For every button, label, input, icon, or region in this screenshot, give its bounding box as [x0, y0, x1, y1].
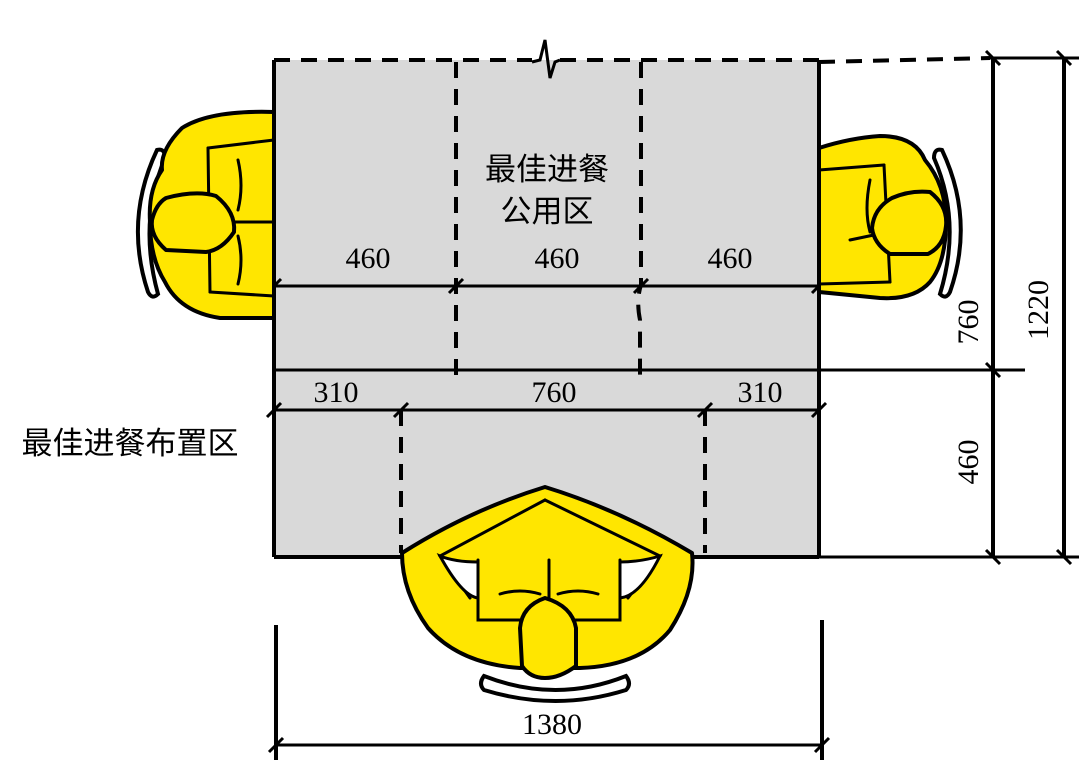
tick: [984, 361, 1002, 379]
tick: [984, 548, 1002, 566]
tick: [813, 736, 831, 754]
tick: [1055, 548, 1073, 566]
head-left: [149, 191, 237, 254]
person-bottom: [400, 485, 695, 703]
chair-bottom: [479, 673, 631, 703]
dim-common-depth: 760: [952, 300, 985, 345]
head-right: [870, 189, 949, 256]
tick: [265, 401, 283, 419]
break-symbol: [531, 39, 561, 79]
common-zone-label-line1: 最佳进餐: [485, 152, 609, 187]
dim-table-length: 1380: [522, 708, 582, 741]
tick: [632, 277, 650, 295]
tick: [267, 736, 285, 754]
dim-layout-left: 310: [314, 376, 359, 409]
tick: [447, 277, 465, 295]
tick: [984, 49, 1002, 67]
dim-total-depth: 1220: [1022, 280, 1055, 340]
tick: [696, 401, 714, 419]
person-left: [135, 109, 276, 320]
dim-layout-right: 310: [738, 376, 783, 409]
tick: [1055, 49, 1073, 67]
dim-seat-1: 460: [346, 242, 391, 275]
head-bottom: [518, 596, 578, 680]
extension-dashed-line: [818, 56, 991, 64]
body-bottom: [400, 485, 695, 670]
person-right: [817, 134, 963, 301]
dim-seat-3: 460: [708, 242, 753, 275]
layout-zone-label: 最佳进餐布置区: [22, 426, 239, 461]
table-surface: [274, 60, 819, 557]
common-zone-label-line2: 公用区: [501, 194, 594, 229]
dim-layout-depth: 460: [952, 440, 985, 485]
chair-right: [931, 147, 963, 299]
dim-layout-center: 760: [532, 376, 577, 409]
dim-seat-2: 460: [535, 242, 580, 275]
tick: [810, 401, 828, 419]
tick: [392, 401, 410, 419]
